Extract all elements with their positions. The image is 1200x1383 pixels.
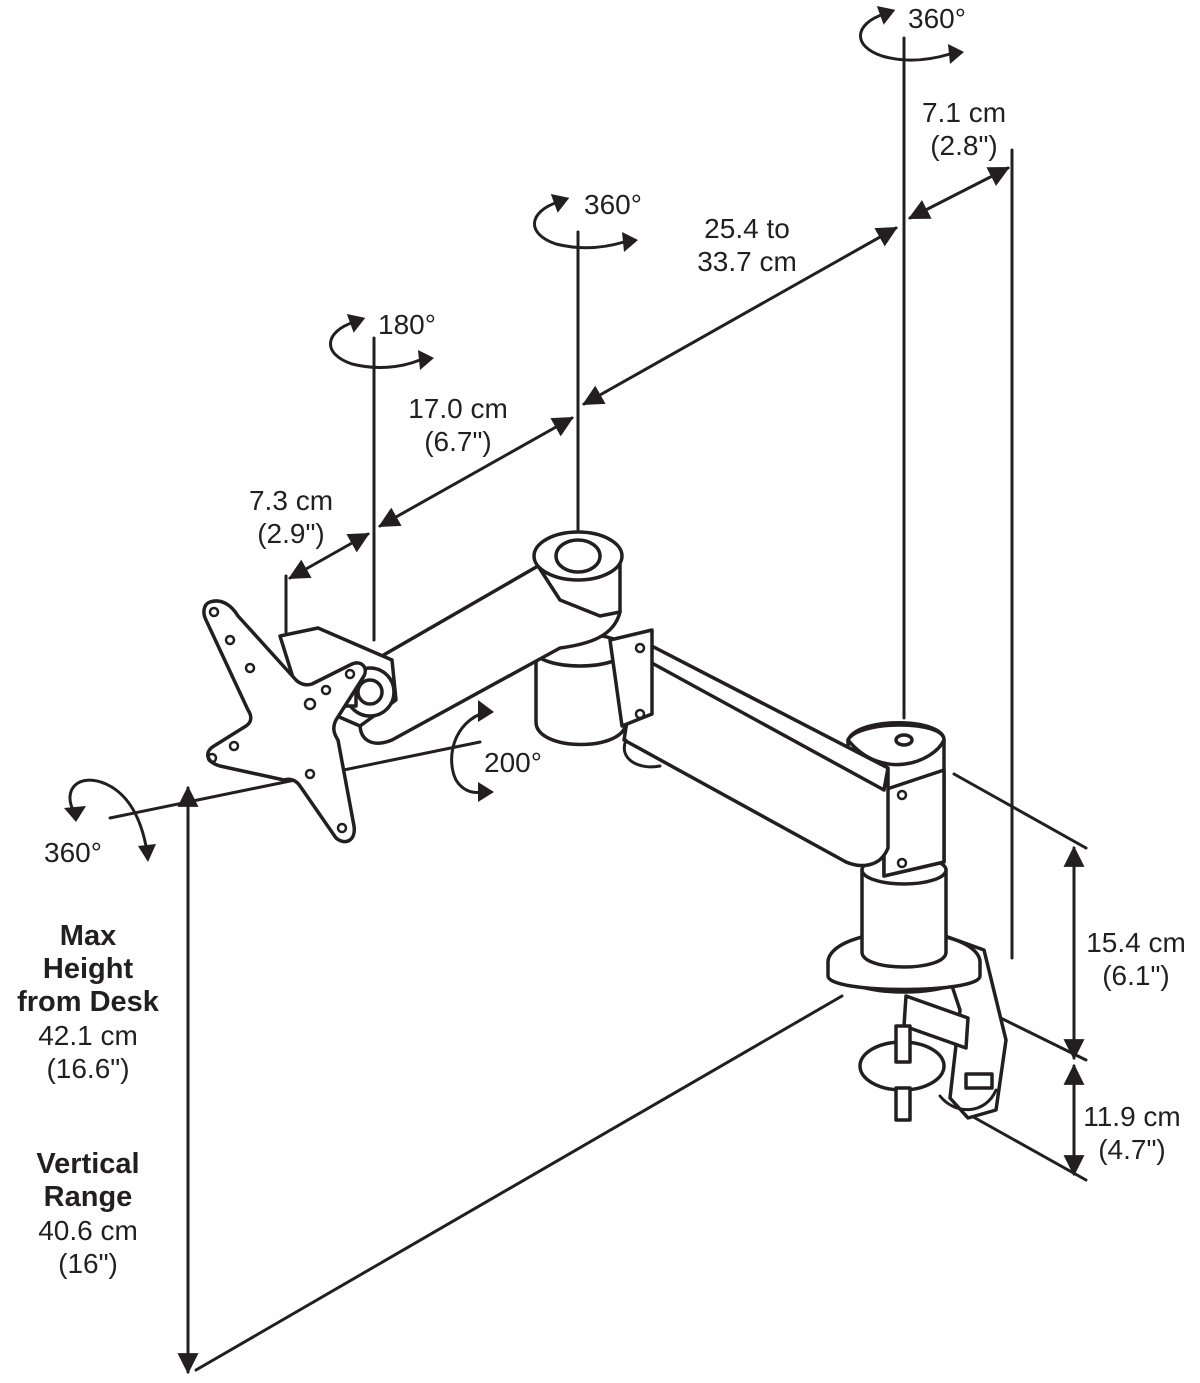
base-pole [826,854,982,994]
max-height-line3: from Desk [17,986,159,1018]
rotation-label-top-right: 360° [908,3,966,34]
dim-label-clamp-offset: 7.1 cm (2.8") [902,96,1026,162]
rotation-arrow-monitor-icon [64,778,156,862]
dim-arm-short-line [288,532,370,580]
dim-label-clamp-depth: 11.9 cm (4.7") [1070,1100,1194,1166]
dim-label-arm-short: 7.3 cm (2.9") [228,484,354,550]
vertical-range-line2: Range [43,1181,133,1213]
rotation-label-upper-pivot: 360° [584,189,642,220]
dim-clamp-offset-cm: 7.1 cm [921,97,1007,128]
vertical-range-line1: Vertical [36,1148,140,1180]
upper-arm [358,530,624,745]
vertical-range-label: Vertical Range 40.6 cm (16") [8,1148,168,1280]
dim-label-arm-long: 25.4 to 33.7 cm [672,212,822,278]
dim-arm-long-line1: 25.4 to [704,213,790,244]
max-height-cm: 42.1 cm [38,1020,138,1051]
max-height-label: Max Height from Desk 42.1 cm (16.6") [0,920,176,1085]
dim-label-pole-height: 15.4 cm (6.1") [1074,926,1198,992]
rotation-label-monitor: 360° [44,837,102,868]
pole-top-extension [952,772,1088,850]
dim-pole-height-in: (6.1") [1102,960,1170,991]
rotation-label-tilt: 200° [484,747,542,778]
clamp-bottom-extension [966,1112,1088,1182]
dim-clamp-offset-in: (2.8") [930,130,998,161]
dim-arm-long-line [582,226,898,406]
max-height-line2: Height [42,953,134,985]
rotation-arrow-tilt-icon [450,700,494,802]
dim-arm-mid-cm: 17.0 cm [408,393,508,424]
desk-base-line [194,994,844,1372]
dim-arm-long-line2: 33.7 cm [697,246,797,277]
vesa-plate [202,599,367,844]
rotation-arrow-upper-pivot-icon [533,193,638,252]
dim-arm-short-cm: 7.3 cm [248,485,334,516]
dim-clamp-depth-in: (4.7") [1098,1134,1166,1165]
dim-arm-mid-line [378,416,574,528]
dim-clamp-offset-line [908,166,1010,220]
max-height-in: (16.6") [46,1053,130,1084]
rotation-arrow-middle-pivot-icon [329,313,434,370]
vertical-range-cm: 40.6 cm [38,1215,138,1246]
vertical-range-in: (16") [58,1248,118,1279]
dim-pole-height-cm: 15.4 cm [1086,927,1186,958]
max-height-line1: Max [59,920,117,952]
dim-arm-short-in: (2.9") [257,518,325,549]
dim-label-arm-mid: 17.0 cm (6.7") [390,392,526,458]
rotation-label-middle-pivot: 180° [378,309,436,340]
dim-arm-mid-in: (6.7") [424,426,492,457]
lower-arm [622,638,890,868]
dim-clamp-depth-cm: 11.9 cm [1083,1101,1181,1132]
rotation-arrow-top-right-icon [859,5,964,64]
